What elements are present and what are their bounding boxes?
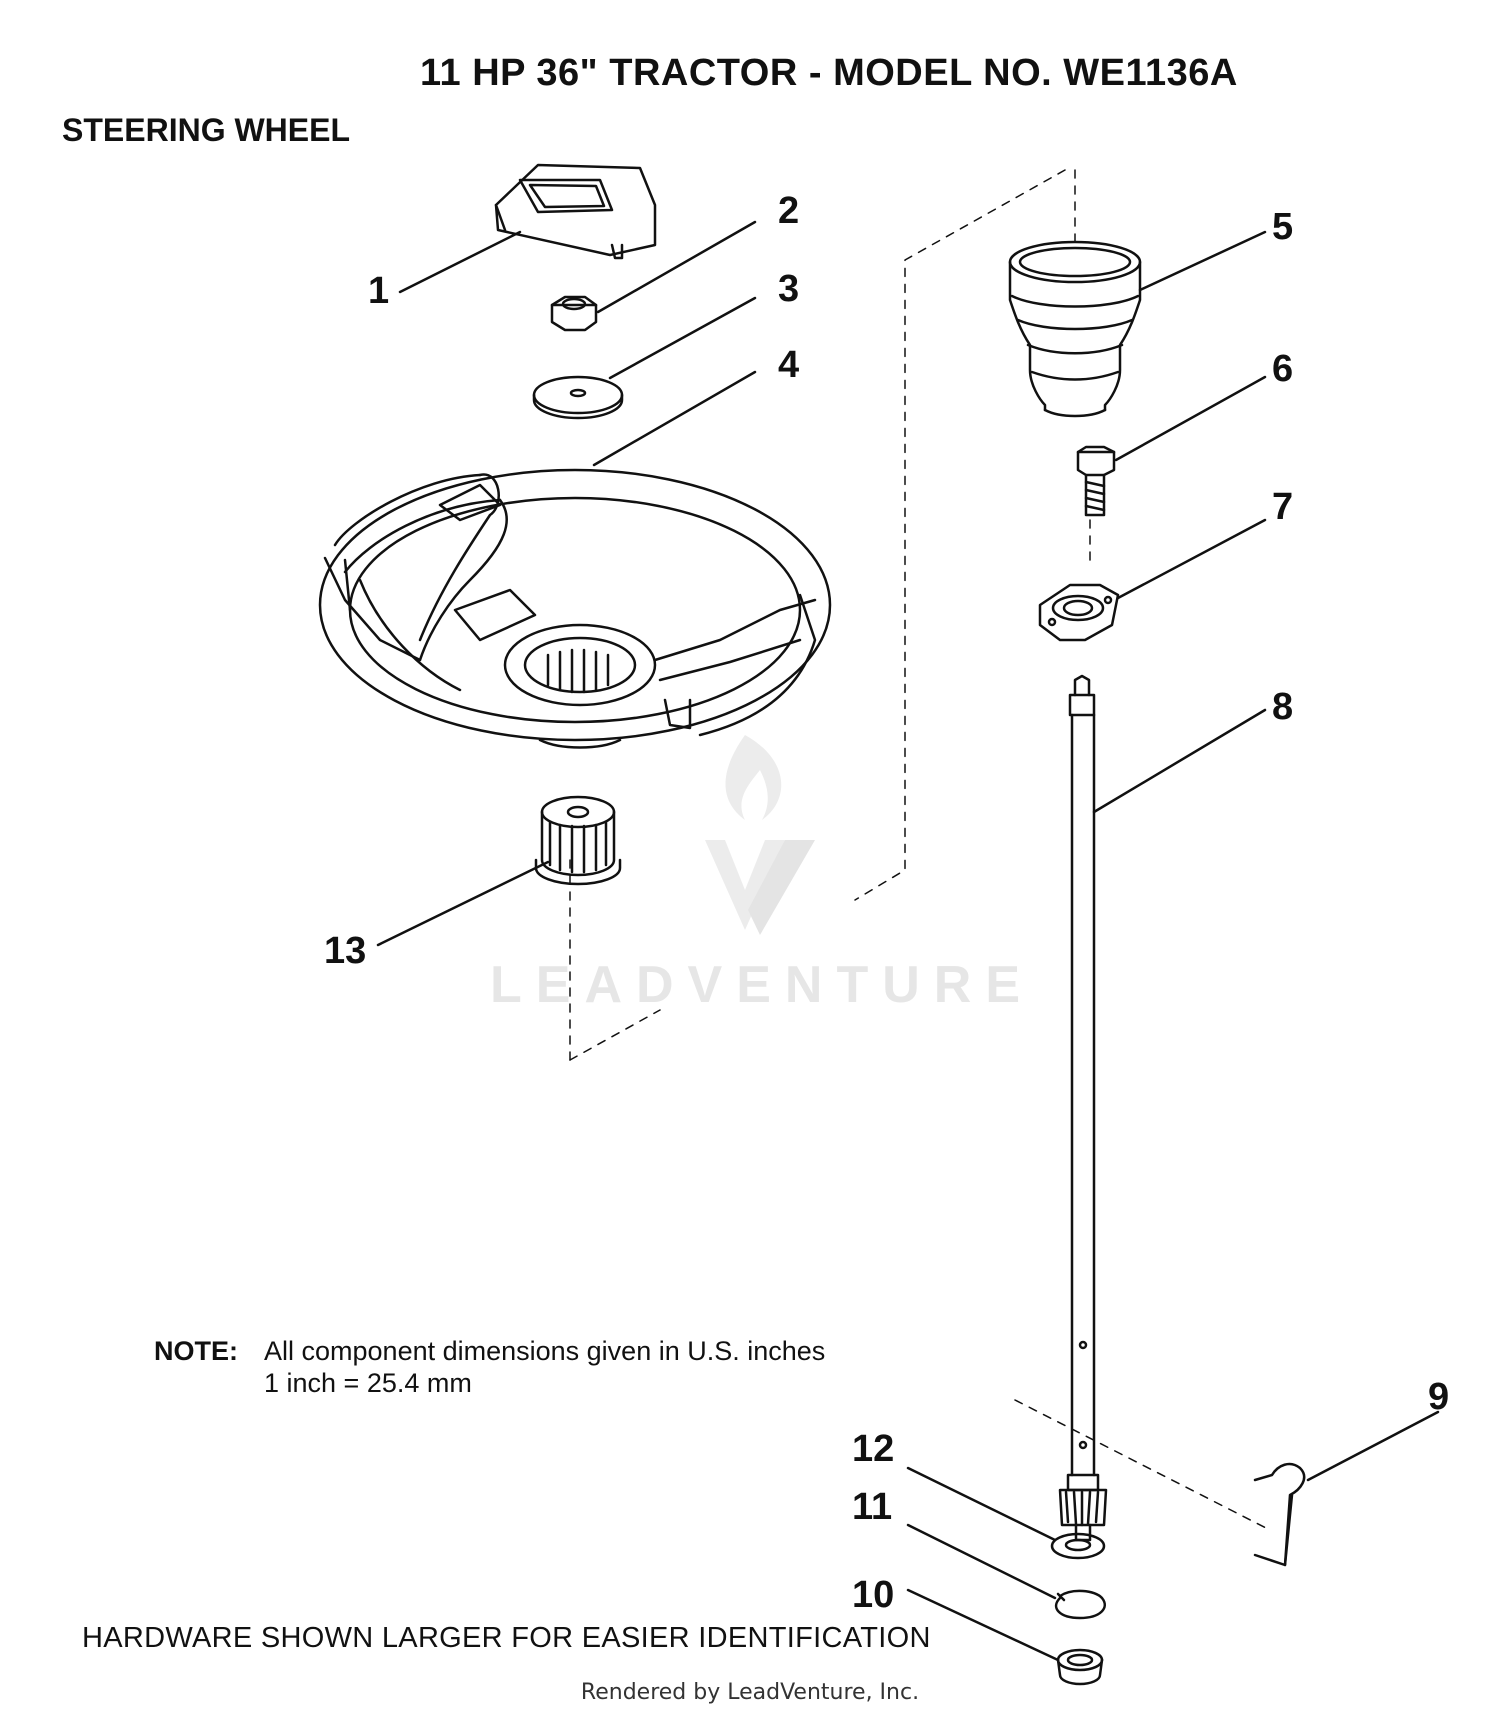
callout-3: 3 (778, 268, 800, 310)
page-title: 11 HP 36" TRACTOR - MODEL NO. WE1136A (420, 52, 1238, 94)
callout-4: 4 (778, 344, 800, 386)
steering-cap-icon (494, 163, 657, 260)
hex-bolt-icon (1076, 445, 1116, 517)
hex-nut-icon (550, 295, 598, 332)
snap-ring-icon (1054, 1589, 1106, 1620)
callout-2: 2 (778, 190, 800, 232)
splined-adapter-icon (534, 795, 622, 886)
callout-12: 12 (852, 1428, 895, 1470)
steering-wheel-icon (318, 468, 832, 749)
footer-credit: Rendered by LeadVenture, Inc. (580, 1680, 920, 1705)
note-line-1: All component dimensions given in U.S. i… (264, 1336, 826, 1366)
callout-7: 7 (1272, 486, 1294, 528)
callout-9: 9 (1428, 1376, 1450, 1418)
flange-bearing-icon (1038, 583, 1120, 642)
callout-8: 8 (1272, 686, 1294, 728)
note-label: NOTE: (154, 1336, 238, 1366)
callout-1: 1 (368, 270, 390, 312)
flat-washer-icon (532, 375, 624, 420)
hairpin-clip-icon (1253, 1462, 1306, 1567)
bushing-icon (1056, 1648, 1104, 1686)
steering-shaft-icon (1058, 674, 1108, 1542)
washer-icon (1050, 1532, 1106, 1560)
bellows-boot-icon (1008, 240, 1142, 418)
callout-6: 6 (1272, 348, 1294, 390)
watermark-text: LEADVENTURE (490, 956, 1035, 1014)
callout-13: 13 (324, 930, 367, 972)
callout-10: 10 (852, 1574, 895, 1616)
callout-11: 11 (852, 1486, 893, 1528)
section-title: STEERING WHEEL (62, 112, 351, 148)
assembly-centerlines (569, 169, 1271, 1531)
hardware-note: HARDWARE SHOWN LARGER FOR EASIER IDENTIF… (82, 1622, 931, 1654)
note-line-2: 1 inch = 25.4 mm (264, 1368, 472, 1398)
callout-5: 5 (1272, 206, 1294, 248)
